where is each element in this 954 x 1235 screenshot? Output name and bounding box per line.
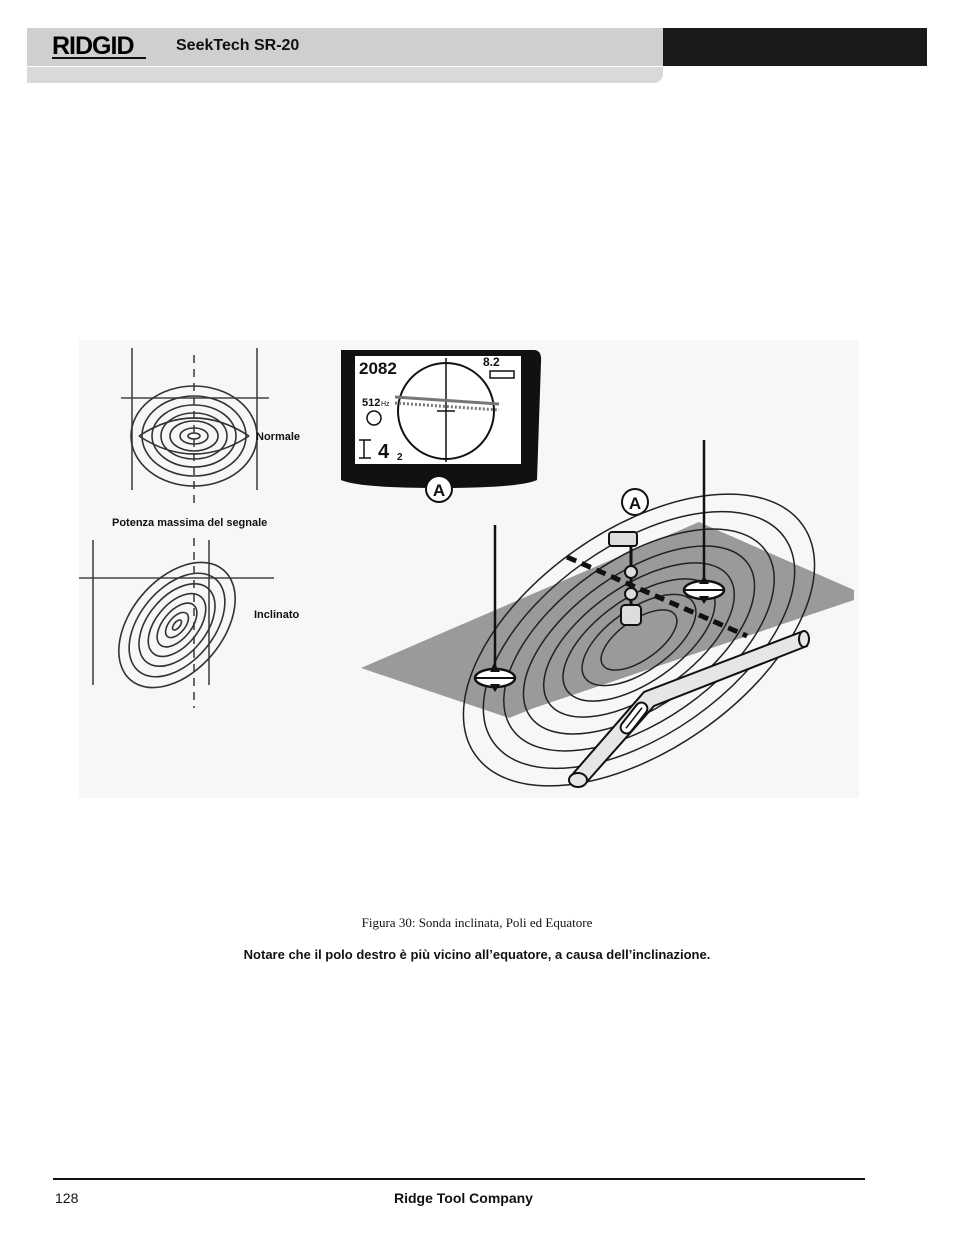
locator-wand [608, 531, 642, 626]
display-frequency-unit: Hz [381, 401, 390, 408]
locator-display: 2082 8.2 512 Hz 4 2 [341, 350, 542, 488]
battery-icon [489, 370, 515, 379]
sonde-icon [366, 410, 382, 426]
pole-right [682, 440, 726, 604]
figure-30: Normale Potenza massima del segnale Incl… [79, 340, 859, 798]
pipe-with-sonde [568, 630, 810, 788]
equator-line [565, 554, 749, 639]
marker-a-display: A [425, 475, 453, 503]
marker-a-scene: A [621, 488, 649, 516]
display-depth-inches: 2 [397, 452, 403, 463]
inclined-field-diagram [79, 538, 274, 708]
ground-plane [361, 522, 854, 718]
display-angle-value: 8.2 [483, 355, 500, 369]
footer-divider [53, 1178, 865, 1180]
figure-caption: Figura 30: Sonda inclinata, Poli ed Equa… [361, 915, 593, 930]
ridgid-logo: RIDGID [52, 33, 146, 60]
pole-left [473, 525, 517, 692]
label-inclinato: Inclinato [254, 609, 300, 621]
header-divider [27, 66, 663, 67]
figure-note: Notare che il polo destro è più vicino a… [243, 947, 711, 962]
header-underbar [27, 66, 663, 83]
display-frequency-value: 512 [362, 397, 380, 409]
label-max-signal: Potenza massima del segnale [112, 517, 267, 529]
footer-company: Ridge Tool Company [394, 1190, 533, 1206]
logo-text: RIDGID [52, 33, 134, 60]
marker-a-display-text: A [433, 481, 445, 500]
marker-a-scene-text: A [629, 494, 641, 513]
header-model-title: SeekTech SR-20 [176, 37, 300, 54]
header-bar [27, 28, 663, 66]
display-signal-value: 2082 [359, 359, 397, 378]
header-black-block [663, 28, 927, 66]
page-number: 128 [55, 1190, 79, 1206]
normal-field-diagram [121, 348, 269, 505]
display-depth-feet: 4 [378, 441, 390, 463]
label-normale: Normale [256, 431, 300, 443]
